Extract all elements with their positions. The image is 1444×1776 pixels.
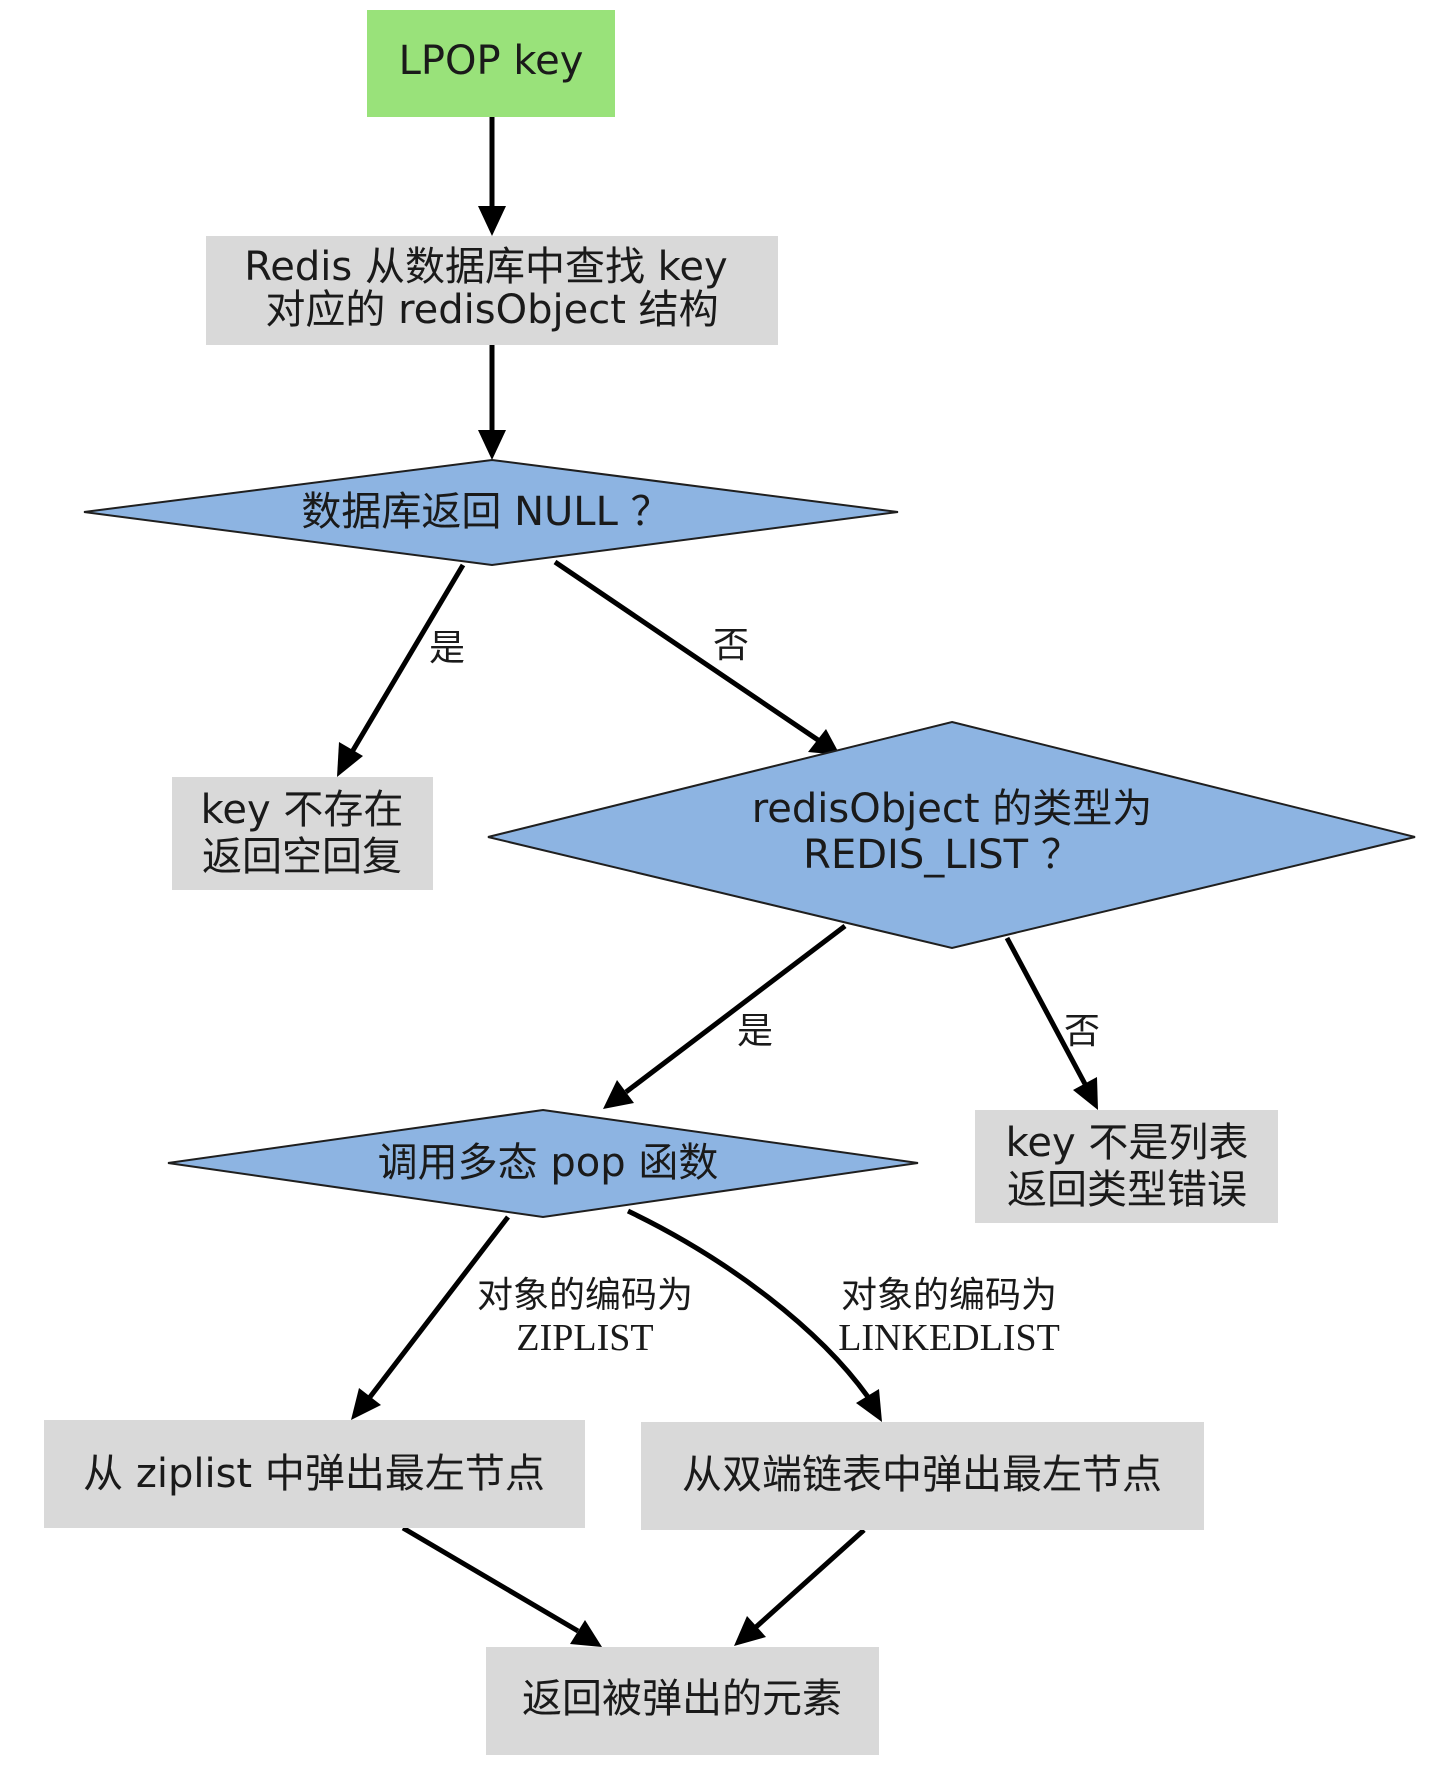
label-enc-linkedlist-line1: 对象的编码为: [841, 1275, 1057, 1316]
node-key-missing-line1: key 不存在: [201, 787, 404, 833]
node-check-type-line2: REDIS_LIST ？: [803, 832, 1081, 878]
node-start-box: [367, 10, 615, 117]
node-return-elem-text: 返回被弹出的元素: [522, 1676, 842, 1722]
edge-ziplist-to-return: [401, 1525, 602, 1647]
label-enc-linkedlist-line2: LINKEDLIST: [838, 1317, 1060, 1359]
node-call-pop: 调用多态 pop 函数: [167, 1108, 919, 1219]
node-check-type-diamond: [487, 720, 1416, 950]
edge-type-yes: [603, 924, 847, 1109]
node-type-error-box: [975, 1110, 1278, 1223]
label-enc-ziplist-line2: ZIPLIST: [516, 1317, 653, 1359]
node-pop-linkedlist: 从双端链表中弹出最左节点: [641, 1422, 1204, 1530]
label-null-yes: 是: [429, 628, 465, 669]
edge-null-yes: [337, 563, 466, 777]
node-check-type: redisObject 的类型为 REDIS_LIST ？: [487, 720, 1416, 950]
node-return-elem: 返回被弹出的元素: [486, 1647, 879, 1755]
edge-enc-ziplist: [351, 1215, 510, 1420]
node-lookup-box: [206, 236, 778, 345]
label-null-no: 否: [713, 625, 749, 666]
node-return-elem-box: [486, 1647, 879, 1755]
label-enc-ziplist-line1: 对象的编码为: [477, 1275, 693, 1316]
label-type-no: 否: [1064, 1011, 1100, 1052]
edge-start-to-lookup: [478, 117, 506, 236]
edges: [337, 117, 1098, 1647]
edge-labels: 是 否 是 否 对象的编码为 ZIPLIST 对象的编码为 LINKEDLIST: [429, 625, 1100, 1359]
node-lookup-line2: 对应的 redisObject 结构: [265, 287, 718, 333]
edge-lookup-to-check-null: [478, 345, 506, 460]
node-check-type-line1: redisObject 的类型为: [752, 786, 1153, 832]
node-check-null-diamond: [83, 458, 899, 567]
nodes: LPOP key Redis 从数据库中查找 key 对应的 redisObje…: [44, 10, 1416, 1755]
node-start-text: LPOP key: [399, 38, 584, 84]
label-type-yes: 是: [737, 1011, 773, 1052]
node-pop-linkedlist-text: 从双端链表中弹出最左节点: [682, 1452, 1162, 1498]
node-pop-ziplist-text: 从 ziplist 中弹出最左节点: [83, 1451, 545, 1497]
node-lookup: Redis 从数据库中查找 key 对应的 redisObject 结构: [206, 236, 778, 345]
node-call-pop-diamond: [167, 1108, 919, 1219]
node-check-null-text: 数据库返回 NULL ？: [301, 489, 670, 535]
edge-linkedlist-to-return: [734, 1528, 866, 1646]
node-type-error: key 不是列表 返回类型错误: [975, 1110, 1278, 1223]
edge-null-no: [553, 559, 840, 755]
node-key-missing-box: [172, 777, 433, 890]
node-pop-linkedlist-box: [641, 1422, 1204, 1530]
edge-enc-linkedlist: [626, 1208, 882, 1422]
node-check-null: 数据库返回 NULL ？: [83, 458, 899, 567]
node-lookup-line1: Redis 从数据库中查找 key: [244, 244, 727, 290]
edge-type-no: [1004, 936, 1098, 1110]
node-type-error-line1: key 不是列表: [1006, 1120, 1249, 1166]
node-pop-ziplist-box: [44, 1420, 585, 1528]
node-key-missing-line2: 返回空回复: [202, 834, 402, 880]
node-type-error-line2: 返回类型错误: [1007, 1167, 1247, 1213]
node-pop-ziplist: 从 ziplist 中弹出最左节点: [44, 1420, 585, 1528]
node-start: LPOP key: [367, 10, 615, 117]
node-key-missing: key 不存在 返回空回复: [172, 777, 433, 890]
node-call-pop-text: 调用多态 pop 函数: [378, 1140, 719, 1186]
